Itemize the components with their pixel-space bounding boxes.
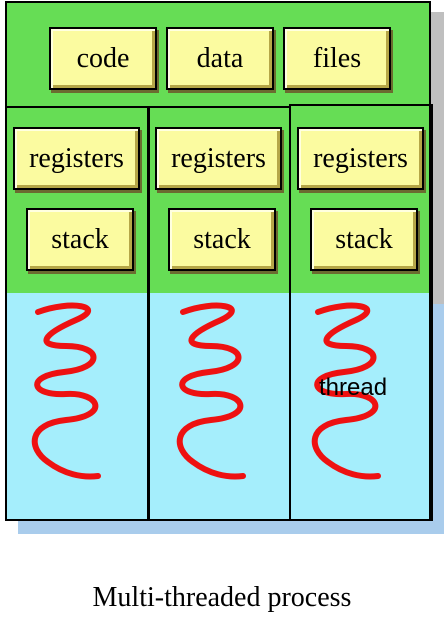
data-box: data bbox=[166, 27, 274, 90]
thread-label: thread bbox=[319, 374, 388, 401]
code-box: code bbox=[49, 27, 157, 90]
registers-box-3: registers bbox=[297, 127, 424, 190]
registers-box-2: registers bbox=[155, 127, 282, 190]
thread-column-3 bbox=[289, 104, 433, 521]
registers-box-1: registers bbox=[13, 127, 140, 190]
thread-curve-1 bbox=[31, 302, 101, 480]
thread-curve-3 bbox=[311, 302, 381, 480]
stack-box-3: stack bbox=[310, 208, 418, 271]
stack-box-1: stack bbox=[26, 208, 134, 271]
stack-box-2: stack bbox=[168, 208, 276, 271]
files-box: files bbox=[283, 27, 391, 90]
diagram-caption: Multi-threaded process bbox=[92, 582, 352, 613]
thread-curve-2 bbox=[176, 302, 246, 480]
thread-column-1 bbox=[5, 106, 150, 521]
